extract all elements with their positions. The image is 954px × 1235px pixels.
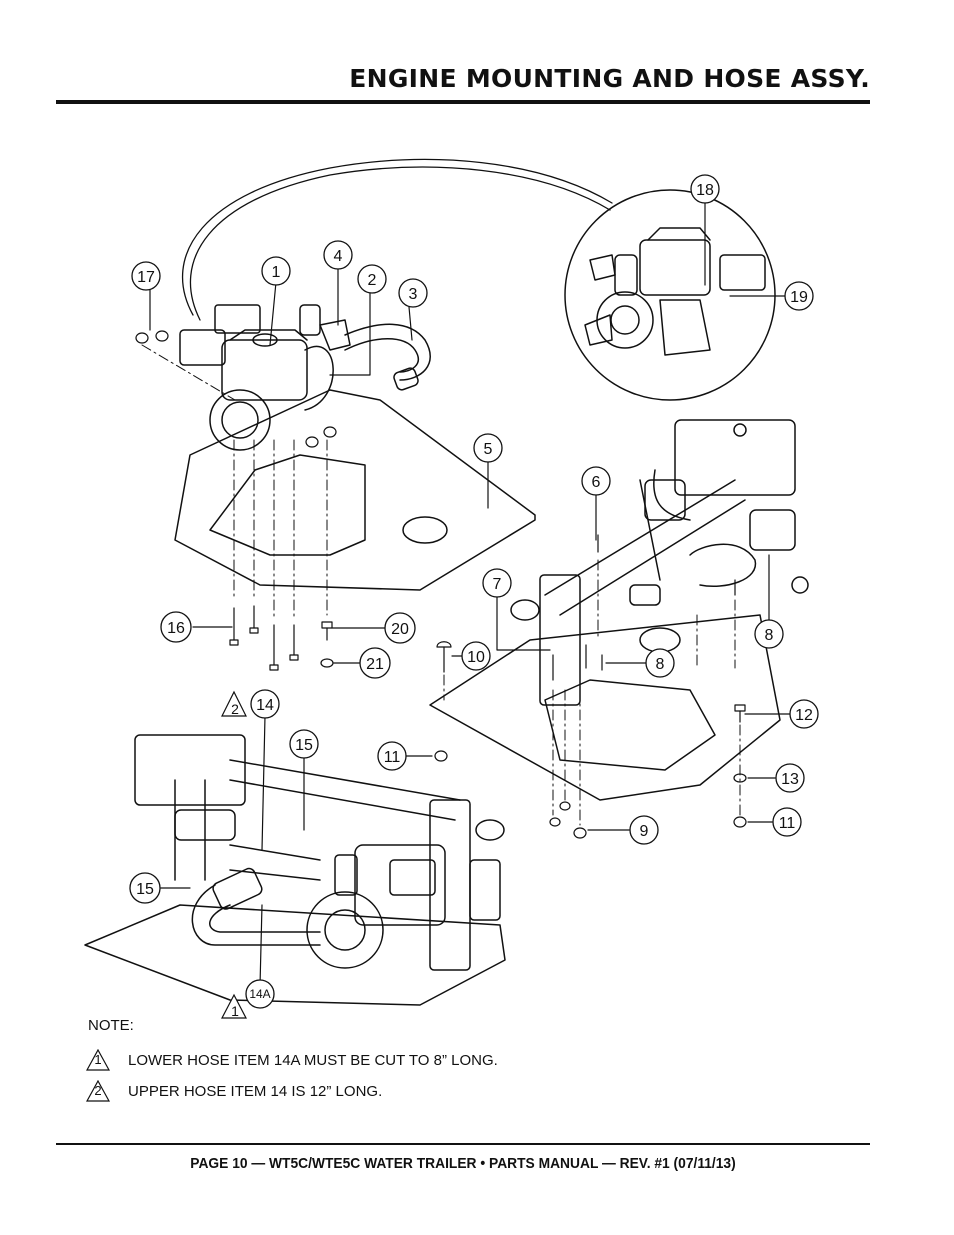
- callout-4: [323, 240, 353, 270]
- svg-text:1: 1: [231, 1003, 239, 1019]
- callout-16: [160, 611, 192, 643]
- svg-text:15: 15: [136, 881, 154, 898]
- callout-8a: [645, 648, 675, 678]
- svg-text:8: 8: [765, 627, 774, 644]
- svg-text:5: 5: [484, 441, 493, 458]
- note-text-1: LOWER HOSE ITEM 14A MUST BE CUT TO 8” LO…: [128, 1051, 498, 1069]
- svg-text:11: 11: [779, 815, 796, 832]
- svg-text:15: 15: [295, 737, 313, 754]
- svg-text:2: 2: [368, 272, 377, 289]
- callout-8b: [754, 619, 784, 649]
- svg-text:21: 21: [366, 656, 384, 673]
- callout-14a: [245, 979, 275, 1009]
- footer-rule: [56, 1143, 870, 1145]
- callout-11a: [377, 741, 407, 771]
- svg-text:19: 19: [790, 289, 808, 306]
- header-rule: [56, 100, 870, 104]
- page-footer: PAGE 10 — WT5C/WTE5C WATER TRAILER • PAR…: [190, 1155, 736, 1172]
- svg-text:12: 12: [795, 707, 813, 724]
- callout-17: [131, 261, 161, 291]
- svg-text:11: 11: [384, 749, 401, 766]
- note-marker-1-triangle: [221, 993, 247, 1019]
- callout-5: [473, 433, 503, 463]
- callout-9: [629, 815, 659, 845]
- svg-text:2: 2: [231, 701, 239, 717]
- page-title: ENGINE MOUNTING AND HOSE ASSY.: [349, 64, 870, 93]
- callout-6: [581, 466, 611, 496]
- callout-19: [784, 281, 814, 311]
- callout-7: [482, 568, 512, 598]
- svg-text:8: 8: [656, 656, 665, 673]
- manifold-plate: [429, 614, 781, 801]
- lower-plate: [84, 904, 506, 1006]
- callout-11b: [772, 807, 802, 837]
- svg-text:7: 7: [493, 576, 502, 593]
- note-marker-2-triangle: [221, 690, 247, 717]
- callout-20: [384, 612, 416, 644]
- callout-3: [398, 278, 428, 308]
- svg-text:3: 3: [409, 286, 418, 303]
- svg-text:9: 9: [640, 823, 649, 840]
- note-marker-2: 2: [86, 1080, 110, 1102]
- svg-text:14: 14: [256, 697, 274, 714]
- callout-18: [690, 174, 720, 204]
- note-marker-1: 1: [86, 1049, 110, 1071]
- callout-2: [357, 264, 387, 294]
- note-item-2: 2 UPPER HOSE ITEM 14 IS 12” LONG.: [86, 1080, 382, 1102]
- svg-text:18: 18: [696, 182, 714, 199]
- callout-14: [250, 689, 280, 719]
- svg-text:4: 4: [334, 248, 343, 265]
- callout-15b: [129, 872, 161, 904]
- note-label: NOTE:: [88, 1017, 134, 1034]
- svg-text:13: 13: [781, 771, 799, 788]
- callout-21: [359, 647, 391, 679]
- svg-text:17: 17: [137, 269, 155, 286]
- svg-text:10: 10: [467, 649, 485, 666]
- svg-text:20: 20: [391, 621, 409, 638]
- svg-text:1: 1: [272, 264, 281, 281]
- detail-circle: [564, 189, 776, 401]
- note-item-1: 1 LOWER HOSE ITEM 14A MUST BE CUT TO 8” …: [86, 1049, 498, 1071]
- note-text-2: UPPER HOSE ITEM 14 IS 12” LONG.: [128, 1082, 383, 1100]
- callout-13: [775, 763, 805, 793]
- callout-10: [461, 641, 491, 671]
- callout-1: [261, 256, 291, 286]
- svg-text:16: 16: [167, 620, 185, 637]
- callout-12: [789, 699, 819, 729]
- callout-15a: [289, 729, 319, 759]
- svg-text:6: 6: [592, 474, 601, 491]
- engine-plate: [174, 389, 536, 591]
- svg-text:14A: 14A: [249, 987, 270, 1001]
